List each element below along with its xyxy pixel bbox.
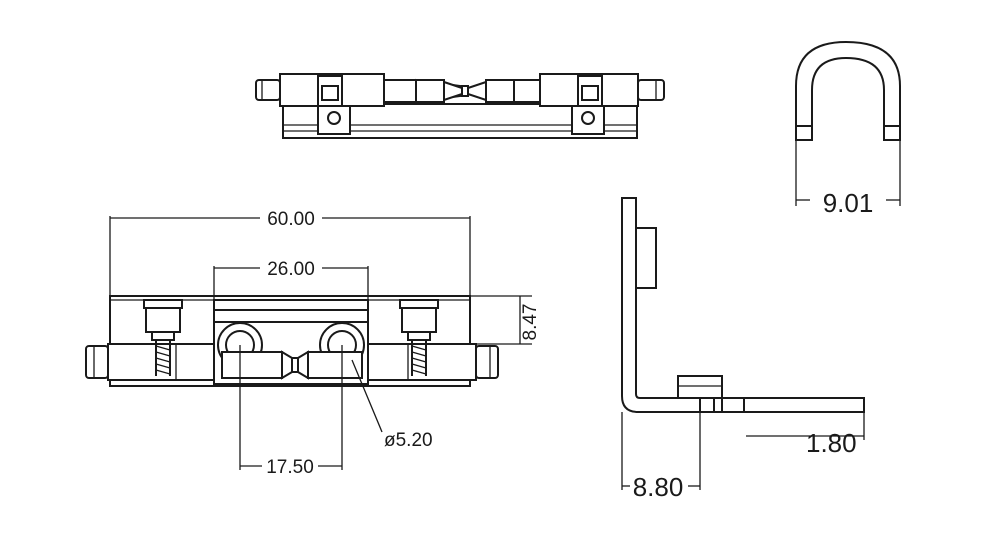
dim-label-height: 8.47 bbox=[520, 304, 541, 341]
dimension-height: 8.47 bbox=[470, 295, 541, 345]
u-clip bbox=[795, 40, 901, 141]
dimension-flange-offset: 8.80 bbox=[622, 412, 701, 502]
dim-label-thickness: 1.80 bbox=[806, 428, 857, 458]
top-view bbox=[255, 73, 665, 139]
dim-label-hole-diameter: ø5.20 bbox=[384, 430, 433, 451]
side-view bbox=[621, 197, 865, 413]
front-view bbox=[85, 295, 499, 387]
dim-label-center-width: 26.00 bbox=[267, 259, 315, 280]
dim-label-clip-width: 9.01 bbox=[823, 188, 874, 218]
dimension-thickness: 1.80 bbox=[621, 412, 865, 490]
dimension-overall-length: 60.00 bbox=[109, 209, 471, 296]
dimension-clip-width: 9.01 bbox=[795, 140, 901, 218]
dimension-hole-diameter: ø5.20 bbox=[351, 359, 433, 451]
dim-label-flange-offset: 8.80 bbox=[633, 472, 684, 502]
dimension-center-width: 26.00 bbox=[213, 259, 369, 300]
dim-label-hole-spacing: 17.50 bbox=[266, 457, 314, 478]
dim-label-overall-length: 60.00 bbox=[267, 209, 315, 230]
dimension-hole-spacing: 17.50 bbox=[239, 345, 343, 478]
